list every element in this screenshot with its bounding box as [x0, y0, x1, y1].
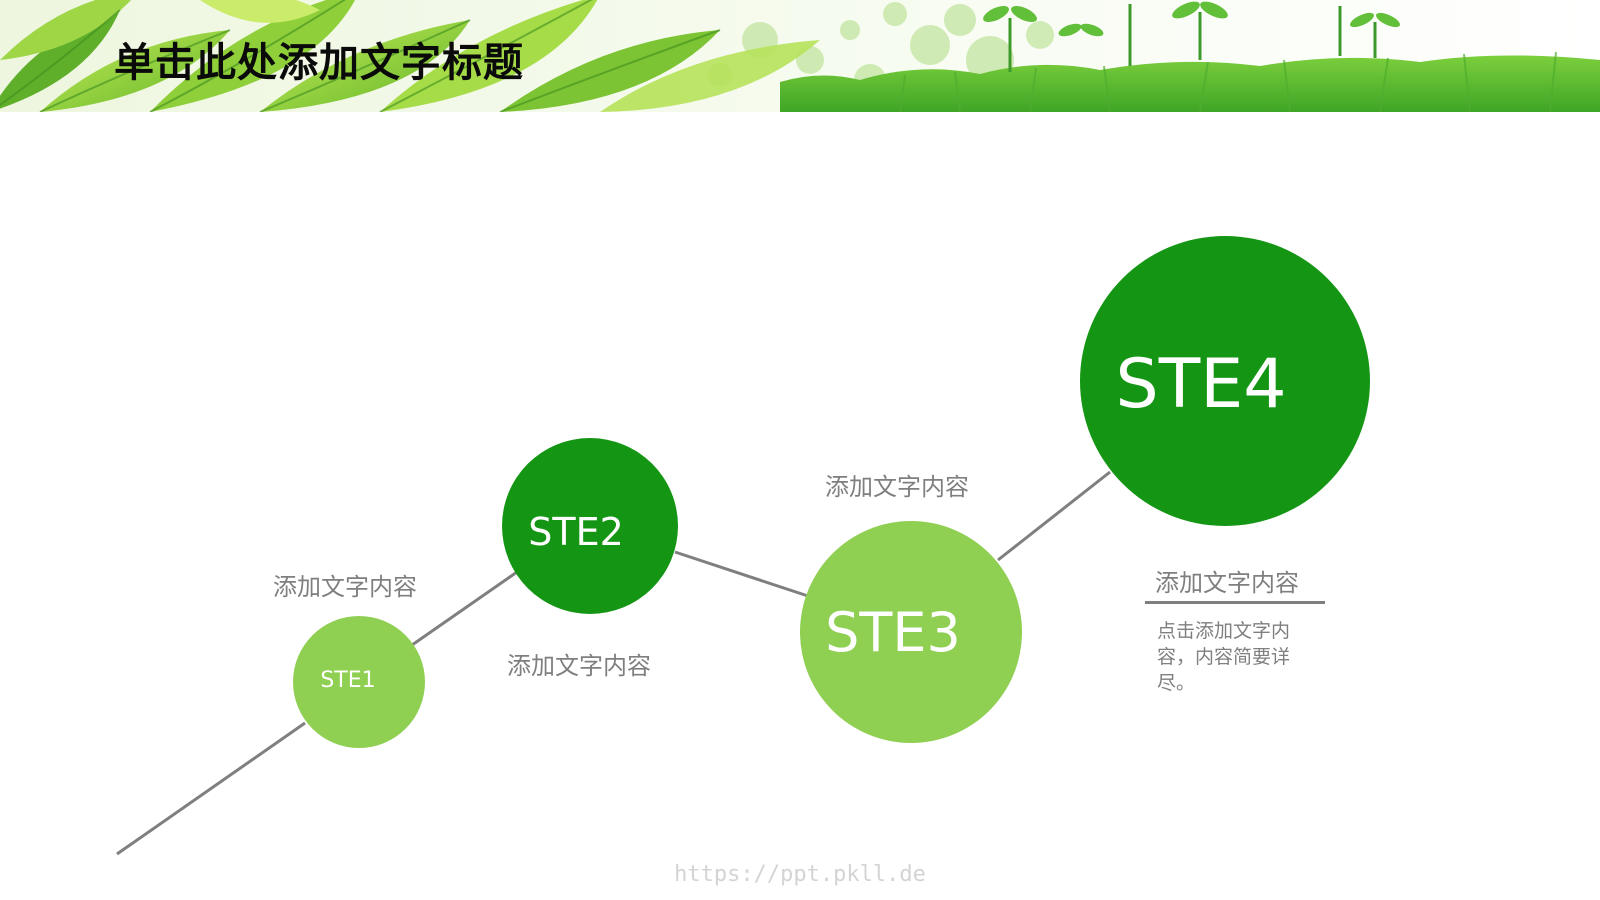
step-label-4: STE4: [1115, 344, 1287, 424]
step-caption-3[interactable]: 添加文字内容: [825, 473, 969, 501]
step-label-3: STE3: [825, 600, 961, 664]
step-circle-1[interactable]: STE1: [293, 616, 425, 748]
step-circle-2[interactable]: STE2: [502, 438, 678, 614]
caption-divider: [1145, 601, 1325, 604]
leaves-banner: [0, 0, 1600, 112]
connector-line: [997, 470, 1111, 562]
leaves-banner-icon: [0, 0, 1600, 112]
connector-line: [411, 570, 518, 647]
step-caption-2[interactable]: 添加文字内容: [507, 652, 651, 680]
step-detail-text[interactable]: 点击添加文字内容，内容简要详尽。: [1157, 620, 1291, 694]
step-caption-1[interactable]: 添加文字内容: [273, 573, 417, 601]
step-caption-4[interactable]: 添加文字内容: [1155, 569, 1299, 597]
step-circle-4[interactable]: STE4: [1080, 236, 1370, 526]
step-label-1: STE1: [320, 667, 376, 693]
watermark-url: https://ppt.pkll.de: [674, 862, 926, 887]
connector-line: [116, 721, 306, 856]
step-circle-3[interactable]: STE3: [800, 521, 1022, 743]
slide-title[interactable]: 单击此处添加文字标题: [114, 40, 524, 86]
connector-line: [674, 550, 809, 598]
step-label-2: STE2: [528, 510, 624, 554]
